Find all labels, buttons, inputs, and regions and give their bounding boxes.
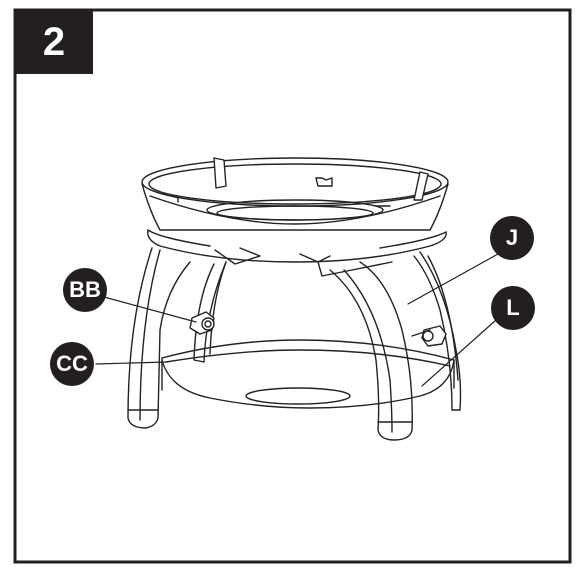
leader-cc-right [411, 329, 431, 337]
callout-j: J [490, 216, 534, 260]
callout-l: L [491, 286, 535, 330]
leader-cc [95, 361, 167, 365]
leg-right [329, 261, 413, 441]
support-ring [147, 229, 447, 277]
step-number: 2 [15, 10, 93, 74]
bolt-bb [189, 311, 215, 335]
lower-shelf [161, 339, 455, 409]
callout-bb: BB [63, 268, 107, 312]
leg-left [127, 247, 191, 429]
leader-bb [103, 296, 197, 323]
panel-border [13, 8, 572, 564]
fire-pit-frame [95, 157, 499, 441]
leg-left-rear [193, 261, 227, 363]
leader-j [407, 253, 499, 305]
leg-right-rear [413, 251, 462, 411]
bowl [141, 157, 449, 231]
callout-cc: CC [50, 342, 94, 386]
bolt-right [421, 325, 447, 347]
leader-l [421, 319, 497, 387]
